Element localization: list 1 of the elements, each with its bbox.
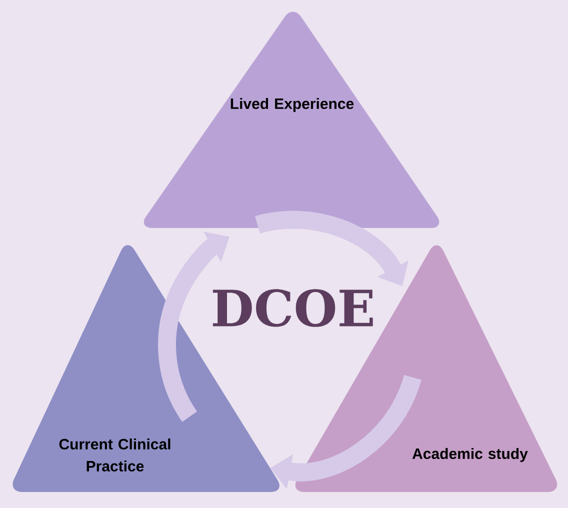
triangle-panel: Lived Experience (144, 12, 440, 228)
